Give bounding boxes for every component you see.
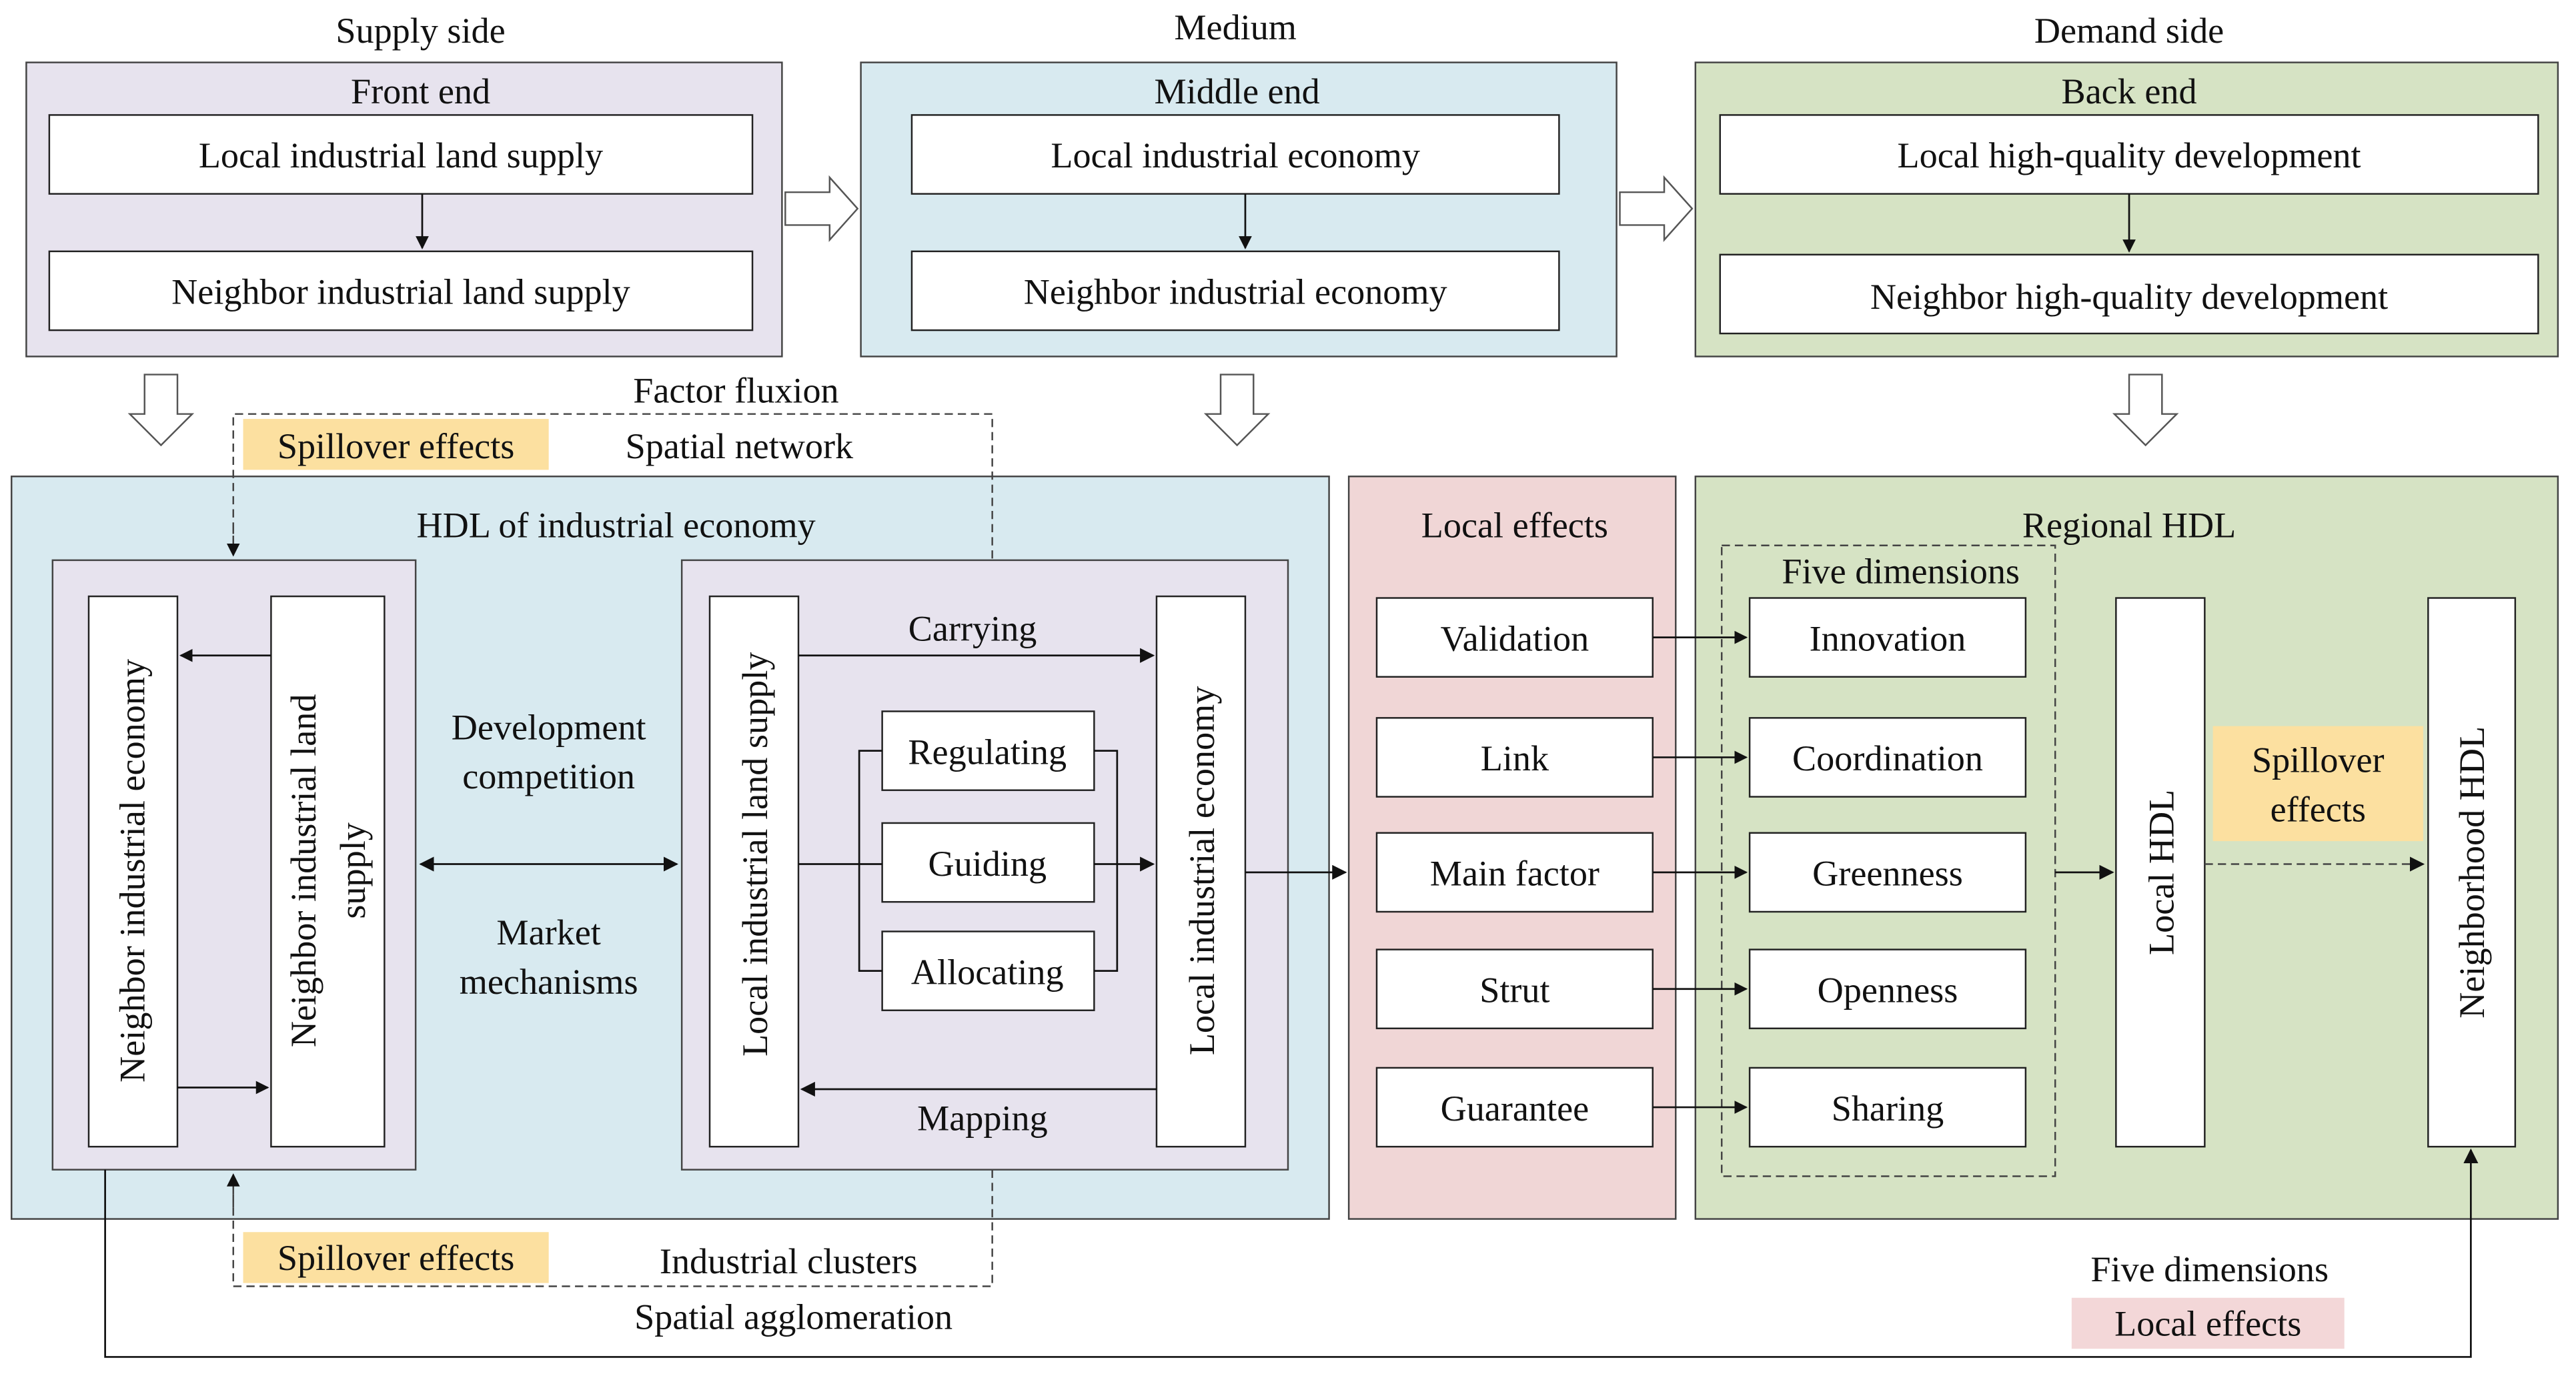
medium-box-neighbor bbox=[910, 250, 1560, 331]
hollow-right-arrow-1 bbox=[784, 175, 859, 242]
guiding-label: Guiding bbox=[928, 844, 1047, 884]
bottom-five-dimensions-label: Five dimensions bbox=[2090, 1249, 2329, 1289]
spillover-bottom-highlight bbox=[243, 1232, 549, 1283]
spillover-bottom-label: Spillover effects bbox=[277, 1238, 515, 1278]
hollow-down-arrow-demand bbox=[2112, 374, 2179, 447]
development-label-2: competition bbox=[462, 756, 635, 796]
neighborhood-hdl-box bbox=[2427, 597, 2517, 1148]
front-end-title: Front end bbox=[351, 71, 490, 111]
local-economy-label: Local industrial economy bbox=[1182, 686, 1222, 1056]
neighbor-land-label-2: supply bbox=[333, 822, 373, 918]
effect-box-link bbox=[1375, 717, 1654, 798]
market-label-1: Market bbox=[496, 912, 600, 952]
carrying-label: Carrying bbox=[908, 609, 1037, 649]
hdl-title: HDL of industrial economy bbox=[416, 505, 815, 545]
neighbor-economy-label: Neighbor industrial economy bbox=[113, 659, 153, 1083]
dashed-cluster-loop bbox=[232, 1169, 993, 1287]
spillover-top-highlight bbox=[243, 419, 549, 470]
spillover-top-label: Spillover effects bbox=[277, 426, 515, 466]
allocating-box bbox=[881, 930, 1095, 1011]
neighbor-land-box bbox=[270, 595, 386, 1148]
hollow-down-arrow-supply bbox=[127, 374, 195, 447]
five-dimensions-dashed-box bbox=[1720, 544, 2056, 1177]
five-dimensions-label: Five dimensions bbox=[1782, 551, 2020, 591]
demand-side-header: Demand side bbox=[2034, 11, 2224, 51]
hollow-down-arrow-medium bbox=[1203, 374, 1271, 447]
demand-box-neighbor-label: Neighbor high-quality development bbox=[1870, 277, 2388, 317]
neighborhood-hdl-label: Neighborhood HDL bbox=[2452, 726, 2492, 1018]
effect-link-label: Link bbox=[1481, 738, 1549, 778]
hollow-right-arrow-2 bbox=[1619, 175, 1694, 242]
bottom-feedback-line bbox=[104, 1148, 2479, 1358]
local-effects-title: Local effects bbox=[1421, 505, 1608, 545]
supply-box-local bbox=[48, 114, 754, 195]
industrial-clusters-label: Industrial clusters bbox=[660, 1241, 918, 1281]
development-label-1: Development bbox=[452, 707, 646, 747]
demand-box-local-label: Local high-quality development bbox=[1898, 135, 2361, 175]
bracket-right bbox=[1094, 750, 1119, 972]
factor-fluxion-label: Factor fluxion bbox=[633, 370, 838, 410]
dimension-sharing-label: Sharing bbox=[1832, 1089, 1944, 1129]
effect-box-main-factor bbox=[1375, 832, 1654, 913]
back-end-title: Back end bbox=[2062, 71, 2197, 111]
supply-box-neighbor-label: Neighbor industrial land supply bbox=[171, 272, 630, 312]
local-land-label: Local industrial land supply bbox=[735, 652, 775, 1057]
bracket-left bbox=[858, 750, 882, 972]
spillover-regional-highlight bbox=[2212, 726, 2423, 842]
supply-box-local-label: Local industrial land supply bbox=[199, 135, 603, 175]
demand-box-neighbor bbox=[1719, 253, 2539, 335]
neighbor-economy-box bbox=[87, 595, 179, 1148]
regional-title: Regional HDL bbox=[2022, 505, 2236, 545]
spillover-regional-label-2: effects bbox=[2271, 790, 2366, 830]
regulating-label: Regulating bbox=[908, 732, 1067, 772]
bottom-local-effects-highlight bbox=[2071, 1297, 2345, 1349]
dimension-box-sharing bbox=[1748, 1067, 2027, 1148]
mapping-label: Mapping bbox=[917, 1099, 1048, 1139]
dimension-box-openness bbox=[1748, 948, 2027, 1030]
effect-box-strut bbox=[1375, 948, 1654, 1030]
neighbor-land-label-1: Neighbor industrial land bbox=[283, 694, 324, 1048]
dimension-innovation-label: Innovation bbox=[1810, 618, 1966, 658]
dimension-greenness-label: Greenness bbox=[1812, 854, 1963, 894]
allocating-label: Allocating bbox=[911, 952, 1064, 992]
medium-box-local bbox=[910, 114, 1560, 195]
guiding-box bbox=[881, 822, 1095, 903]
bottom-local-effects-label: Local effects bbox=[2114, 1303, 2301, 1343]
local-land-box bbox=[708, 595, 800, 1148]
dimension-box-coordination bbox=[1748, 717, 2027, 798]
medium-box-local-label: Local industrial economy bbox=[1051, 135, 1420, 175]
effect-guarantee-label: Guarantee bbox=[1441, 1089, 1589, 1129]
middle-end-title: Middle end bbox=[1155, 71, 1320, 111]
dimension-box-innovation bbox=[1748, 597, 2027, 678]
effect-strut-label: Strut bbox=[1479, 970, 1549, 1010]
market-label-2: mechanisms bbox=[460, 962, 638, 1002]
local-economy-box bbox=[1155, 595, 1247, 1148]
dashed-factor-loop bbox=[232, 413, 993, 559]
supply-box-neighbor bbox=[48, 250, 754, 331]
local-hdl-box bbox=[2115, 597, 2206, 1148]
dimension-openness-label: Openness bbox=[1818, 970, 1958, 1010]
dimension-box-greenness bbox=[1748, 832, 2027, 913]
spatial-agglomeration-label: Spatial agglomeration bbox=[634, 1297, 952, 1337]
local-hdl-label: Local HDL bbox=[2142, 790, 2182, 955]
effect-main-factor-label: Main factor bbox=[1430, 854, 1599, 894]
medium-header: Medium bbox=[1174, 7, 1297, 47]
dimension-coordination-label: Coordination bbox=[1792, 738, 1983, 778]
medium-box-neighbor-label: Neighbor industrial economy bbox=[1024, 272, 1447, 312]
spillover-regional-label-1: Spillover bbox=[2252, 740, 2385, 780]
effect-validation-label: Validation bbox=[1441, 618, 1589, 658]
spatial-network-label: Spatial network bbox=[626, 426, 854, 466]
supply-side-header: Supply side bbox=[336, 11, 505, 51]
